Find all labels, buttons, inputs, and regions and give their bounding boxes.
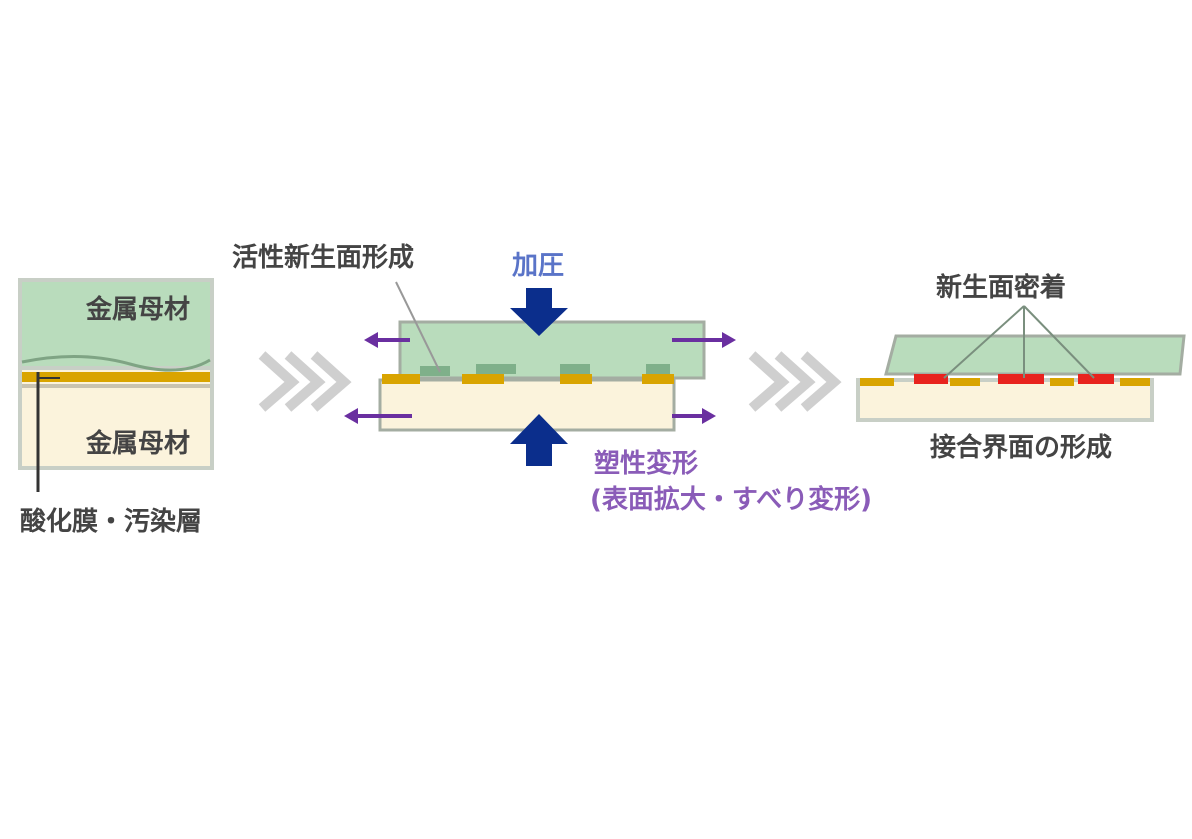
stretch-arrow-left-icon: [344, 408, 412, 424]
active-surface-label: 活性新生面形成: [232, 242, 414, 273]
process-arrow-1: [258, 351, 352, 412]
stretch-arrow-left-icon: [364, 332, 410, 348]
upper-metal-block: [18, 278, 214, 370]
oxide-layer-label: 酸化膜・汚染層: [20, 507, 202, 537]
stage-2-pressing: 活性新生面形成 加圧 塑性変形 (表面拡大・すべり変形): [232, 242, 872, 515]
bonded-interface: [914, 374, 1114, 384]
new-surface-contacts: [420, 364, 670, 376]
deformation-label: 塑性変形: [594, 448, 698, 479]
upper-metal-label: 金属母材: [85, 294, 190, 325]
pressure-arrow-up-icon: [510, 414, 568, 466]
lower-metal-label: 金属母材: [85, 428, 190, 459]
pointer-lines: [943, 305, 1095, 379]
oxide-fragments: [382, 374, 674, 384]
pointer-line: [395, 281, 441, 373]
pressure-arrow-down-icon: [510, 288, 568, 336]
stage-1-initial: 金属母材 金属母材 酸化膜・汚染層: [18, 278, 214, 537]
contact-label: 新生面密着: [936, 272, 1066, 303]
contamination-layer: [22, 384, 210, 388]
pressure-label: 加圧: [512, 251, 564, 281]
oxide-layer: [22, 372, 210, 382]
lower-metal-block: [378, 378, 676, 432]
stretch-arrow-right-icon: [672, 332, 736, 348]
deformation-detail: (表面拡大・すべり変形): [590, 484, 872, 515]
interface-label: 接合界面の形成: [930, 432, 1112, 463]
oxide-fragments: [860, 378, 1150, 386]
process-arrow-2: [748, 351, 842, 412]
surface-roughness: [21, 354, 211, 372]
lower-metal-block: [856, 378, 1154, 422]
stage-3-bonded: 新生面密着 接合界面の形成: [856, 272, 1186, 463]
stretch-arrow-right-icon: [672, 408, 716, 424]
upper-metal-block: [884, 334, 1186, 376]
